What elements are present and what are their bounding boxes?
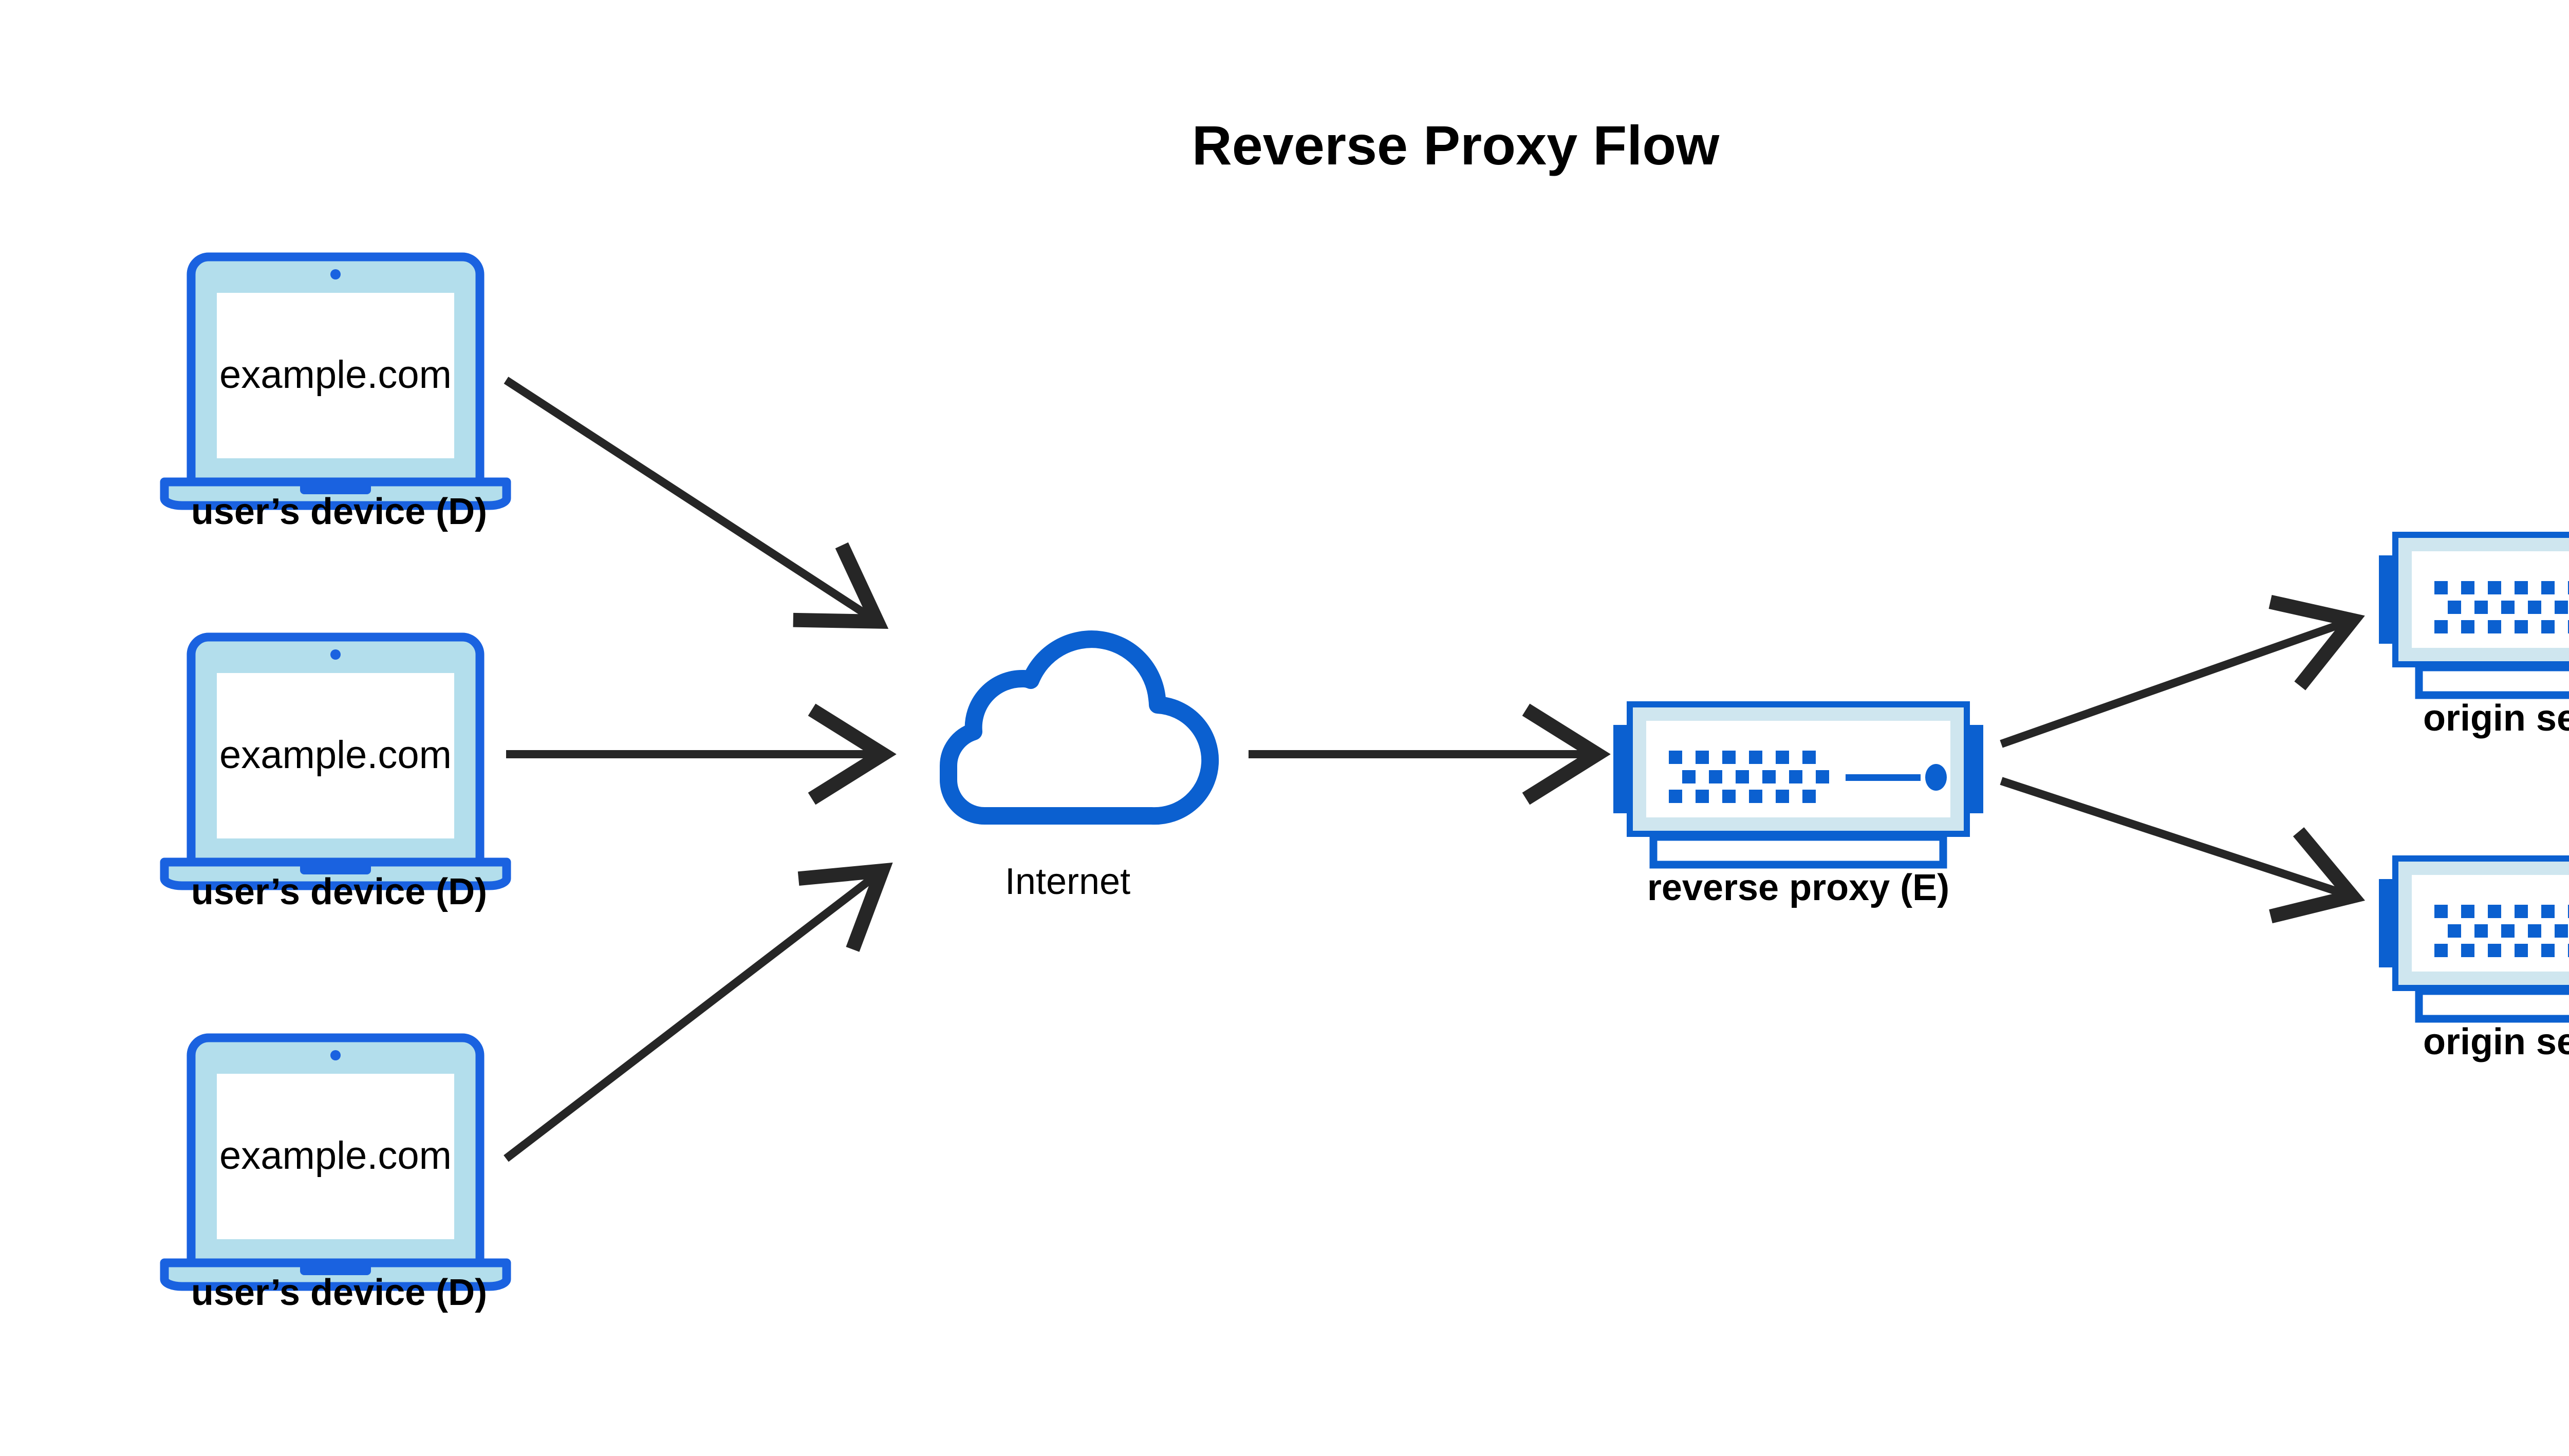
node-label-reverse-proxy: reverse proxy (E)	[1647, 867, 1949, 908]
node-label-origin-top: origin server (F)	[2423, 698, 2569, 739]
edge-reverse-proxy-to-origin-top	[2000, 622, 2348, 748]
laptop-screen-url: example.com	[219, 733, 452, 777]
cloud-icon	[948, 639, 1210, 816]
node-label-client-top: user’s device (D)	[191, 491, 487, 532]
node-client-top[interactable]: example.com user’s device (D)	[164, 257, 507, 532]
node-reverse-proxy[interactable]: reverse proxy (E)	[1613, 701, 1983, 908]
node-client-bottom[interactable]: example.com user’s device (D)	[164, 1038, 507, 1313]
server-icon	[1613, 701, 1983, 865]
edge-layer	[504, 377, 2348, 1162]
node-origin-top[interactable]: origin server (F)	[2379, 532, 2569, 739]
node-client-middle[interactable]: example.com user’s device (D)	[164, 637, 507, 912]
edge-reverse-proxy-to-origin-bottom	[2000, 777, 2348, 895]
node-label-internet: Internet	[1005, 861, 1130, 902]
page-title: Reverse Proxy Flow	[1192, 114, 1720, 176]
edge-client-bottom-to-internet	[504, 873, 879, 1162]
node-label-origin-bottom: origin server (F)	[2423, 1021, 2569, 1062]
edge-client-top-to-internet	[504, 377, 873, 619]
node-label-client-bottom: user’s device (D)	[191, 1272, 487, 1313]
server-icon	[2379, 855, 2569, 1019]
node-origin-bottom[interactable]: origin server (F)	[2379, 855, 2569, 1062]
server-icon	[2379, 532, 2569, 695]
node-label-client-middle: user’s device (D)	[191, 871, 487, 912]
laptop-screen-url: example.com	[219, 1134, 452, 1178]
laptop-screen-url: example.com	[219, 353, 452, 397]
node-internet[interactable]: Internet	[948, 639, 1210, 902]
